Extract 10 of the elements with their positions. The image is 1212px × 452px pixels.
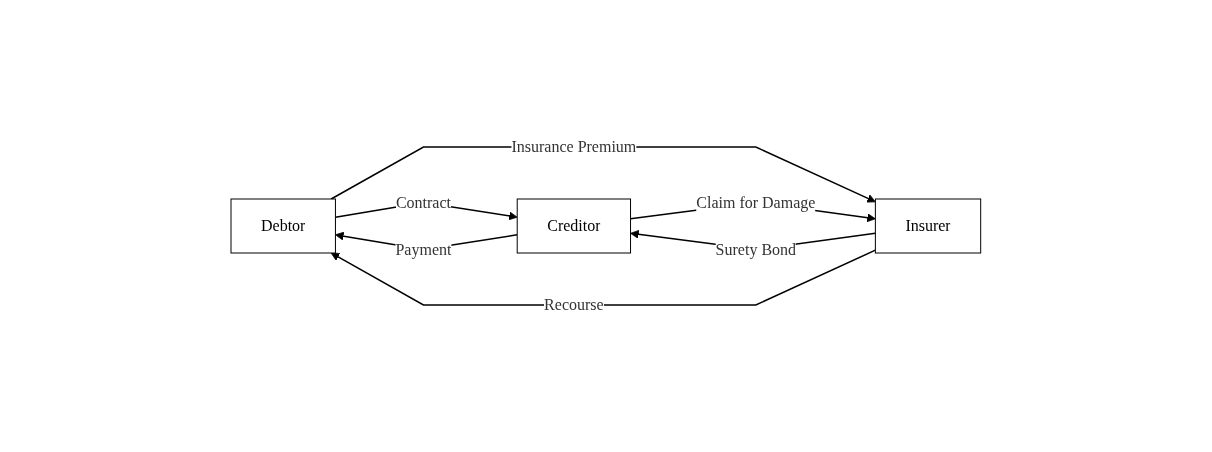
edge-label: Recourse [544, 296, 604, 313]
node-box: Debtor [230, 198, 337, 254]
edge-label: Insurance Premium [511, 138, 637, 155]
edge-label: Surety Bond [715, 240, 797, 258]
node-box: Insurer [875, 198, 982, 254]
node-box: Creditor [516, 198, 632, 254]
edge-label: Payment [395, 240, 452, 258]
edge-label: Claim for Damage [696, 193, 816, 211]
arrow [330, 249, 877, 306]
edge-label: Contract [396, 193, 452, 211]
